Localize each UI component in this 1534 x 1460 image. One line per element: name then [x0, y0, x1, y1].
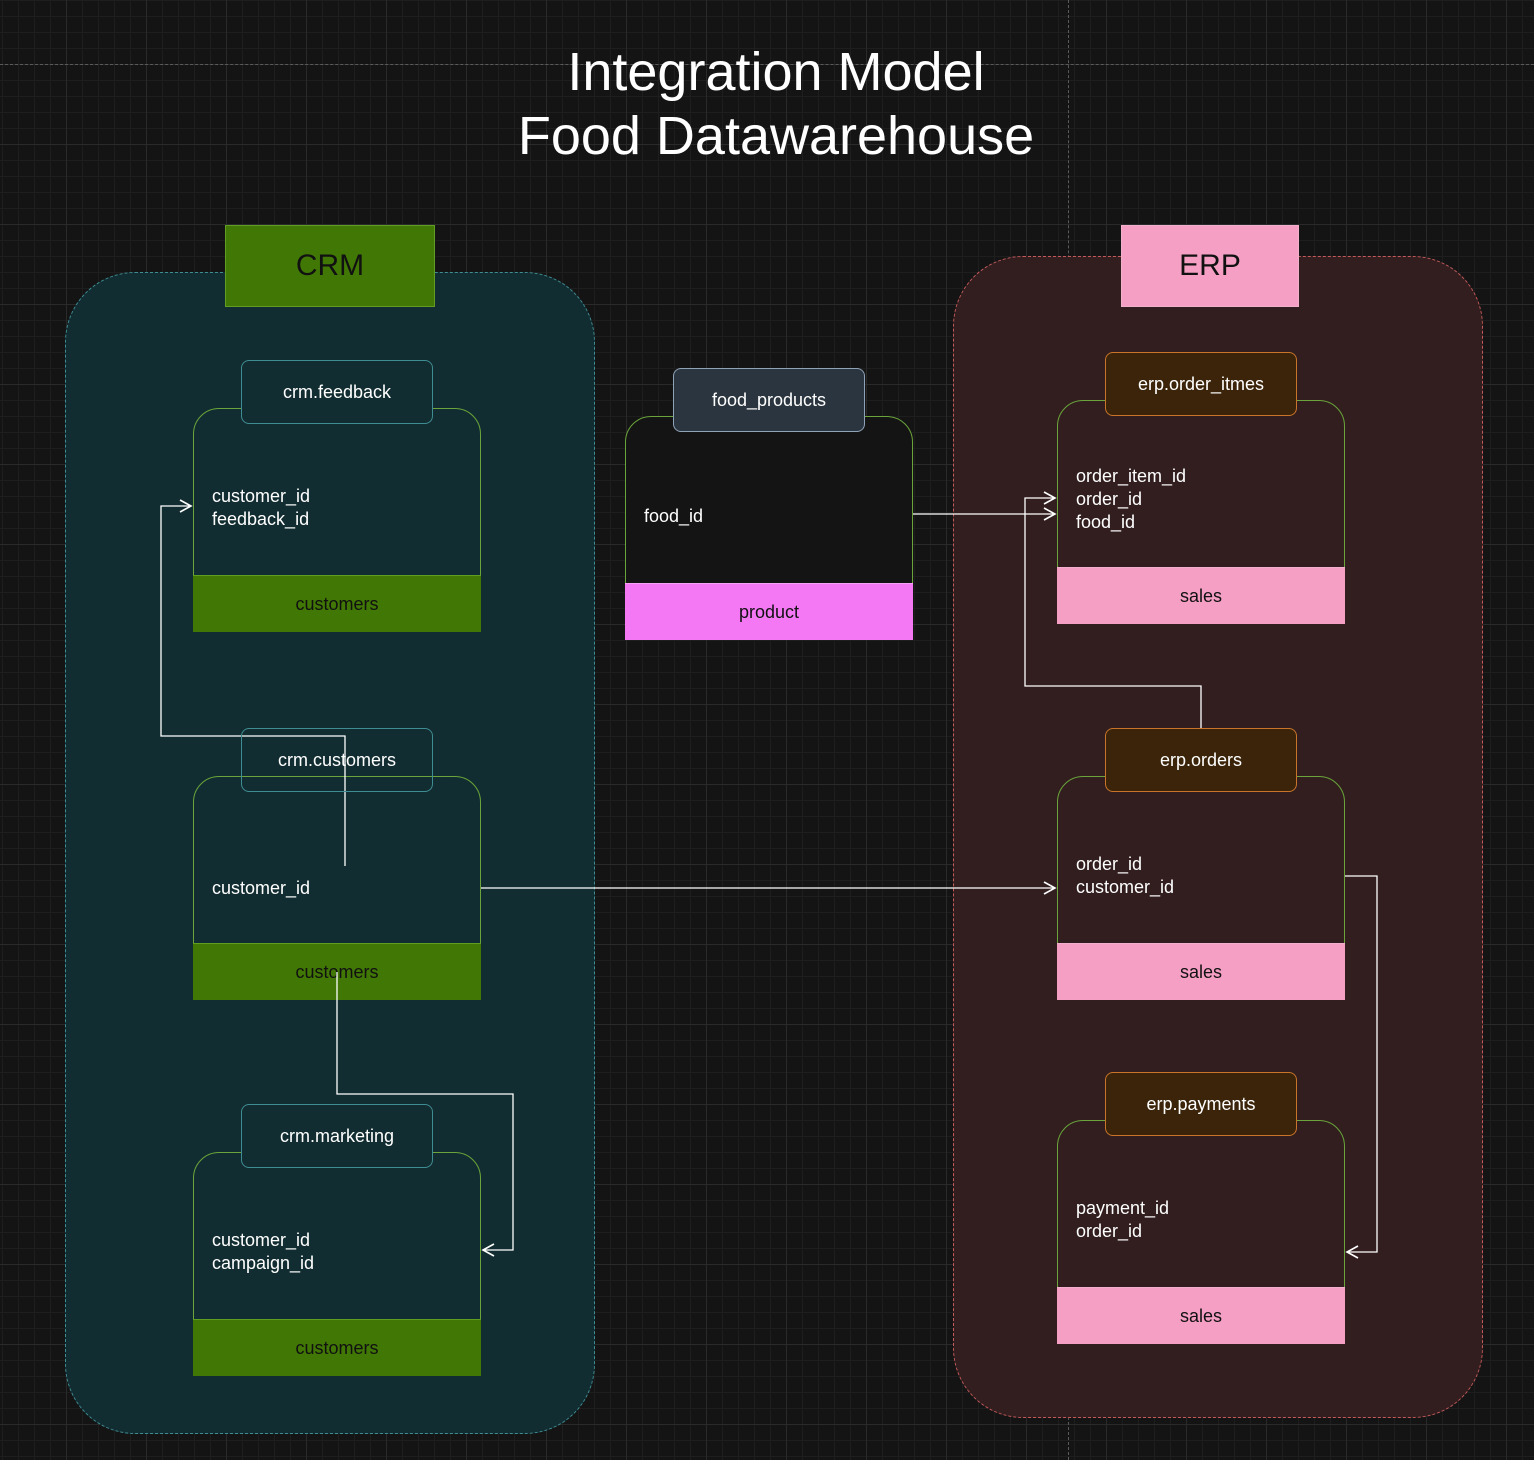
erp-order-items-tab[interactable]: erp.order_itmes	[1105, 352, 1297, 416]
title-line-2: Food Datawarehouse	[517, 106, 1035, 166]
crm-customers-table[interactable]: customer_id customers	[193, 776, 481, 1000]
crm-feedback-category: customers	[193, 575, 481, 632]
crm-customers-category: customers	[193, 943, 481, 1000]
food-products-fields: food_id	[644, 505, 703, 528]
erp-order-items-table[interactable]: order_item_id order_id food_id sales	[1057, 400, 1345, 624]
field-customer-id: customer_id	[1076, 877, 1175, 897]
field-feedback-id: feedback_id	[212, 509, 310, 529]
crm-feedback-table[interactable]: customer_id feedback_id customers	[193, 408, 481, 632]
crm-feedback-fields: customer_id feedback_id	[212, 485, 310, 531]
field-food-id: food_id	[1076, 512, 1136, 532]
erp-order-items-fields: order_item_id order_id food_id	[1076, 465, 1186, 534]
crm-customers-tab[interactable]: crm.customers	[241, 728, 433, 792]
field-payment-id: payment_id	[1076, 1198, 1170, 1218]
field-order-item-id: order_item_id	[1076, 466, 1187, 486]
field-customer-id: customer_id	[212, 878, 311, 898]
erp-orders-table[interactable]: order_id customer_id sales	[1057, 776, 1345, 1000]
crm-feedback-tab[interactable]: crm.feedback	[241, 360, 433, 424]
food-products-category: product	[625, 583, 913, 640]
field-order-id: order_id	[1076, 489, 1143, 509]
food-products-tab[interactable]: food_products	[673, 368, 865, 432]
field-order-id: order_id	[1076, 1221, 1143, 1241]
crm-group-label[interactable]: CRM	[225, 225, 435, 307]
field-customer-id: customer_id	[212, 486, 311, 506]
field-food-id: food_id	[644, 506, 704, 526]
field-campaign-id: campaign_id	[212, 1253, 315, 1273]
diagram-title: Integration Model Food Datawarehouse	[400, 40, 1152, 168]
erp-group-label[interactable]: ERP	[1121, 225, 1299, 307]
crm-marketing-table[interactable]: customer_id campaign_id customers	[193, 1152, 481, 1376]
erp-payments-fields: payment_id order_id	[1076, 1197, 1169, 1243]
horizontal-guide-line	[0, 64, 1534, 65]
erp-orders-fields: order_id customer_id	[1076, 853, 1174, 899]
erp-payments-category: sales	[1057, 1287, 1345, 1344]
erp-orders-category: sales	[1057, 943, 1345, 1000]
erp-payments-table[interactable]: payment_id order_id sales	[1057, 1120, 1345, 1344]
title-line-1: Integration Model	[567, 42, 985, 102]
food-products-table[interactable]: food_id product	[625, 416, 913, 640]
crm-marketing-tab[interactable]: crm.marketing	[241, 1104, 433, 1168]
erp-orders-tab[interactable]: erp.orders	[1105, 728, 1297, 792]
erp-order-items-category: sales	[1057, 567, 1345, 624]
field-customer-id: customer_id	[212, 1230, 311, 1250]
field-order-id: order_id	[1076, 854, 1143, 874]
erp-payments-tab[interactable]: erp.payments	[1105, 1072, 1297, 1136]
crm-marketing-fields: customer_id campaign_id	[212, 1229, 314, 1275]
crm-customers-fields: customer_id	[212, 877, 310, 900]
crm-marketing-category: customers	[193, 1319, 481, 1376]
